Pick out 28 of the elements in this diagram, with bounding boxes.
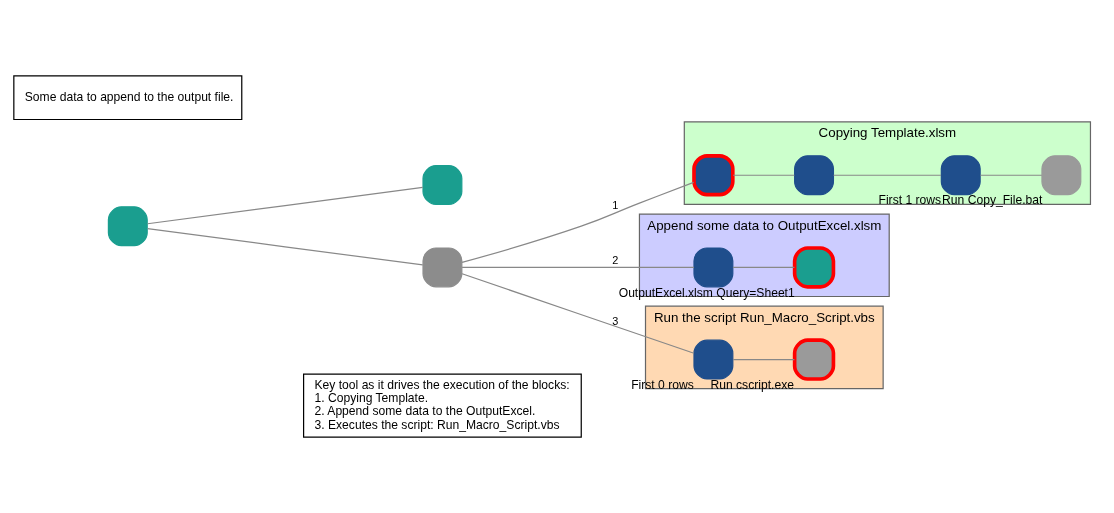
node-box (792, 338, 836, 381)
connector (979, 174, 1043, 176)
connector (147, 186, 424, 225)
connector (732, 266, 796, 268)
node-box (794, 155, 835, 196)
node-box: Key tool as it drives the execution of the blocks: 1. Copying Template. 2. Append some data to the OutputExcel. 3. Executes the script: Run_Macro_Script.vbs (303, 373, 582, 438)
edge-label: 1 (612, 199, 619, 212)
node-box (422, 247, 463, 288)
node-box (1041, 155, 1082, 196)
node-box (792, 246, 836, 289)
connector (461, 181, 695, 264)
edge-label: 3 (612, 314, 619, 327)
node-box (693, 339, 734, 380)
connector (832, 174, 942, 176)
node-box (940, 155, 981, 196)
node-box (692, 154, 735, 197)
connector (147, 228, 424, 266)
connector (732, 174, 796, 176)
node-box (107, 206, 148, 247)
connector (461, 273, 695, 354)
node-label: First 1 rows (878, 193, 942, 208)
connector (461, 266, 695, 268)
node-box (693, 247, 734, 288)
edge-label: 2 (612, 254, 619, 267)
node-box (422, 164, 463, 205)
node-label: Run Copy_File.bat (942, 193, 1043, 208)
node-box: Some data to append to the output file. (13, 75, 243, 121)
connector (732, 358, 796, 361)
